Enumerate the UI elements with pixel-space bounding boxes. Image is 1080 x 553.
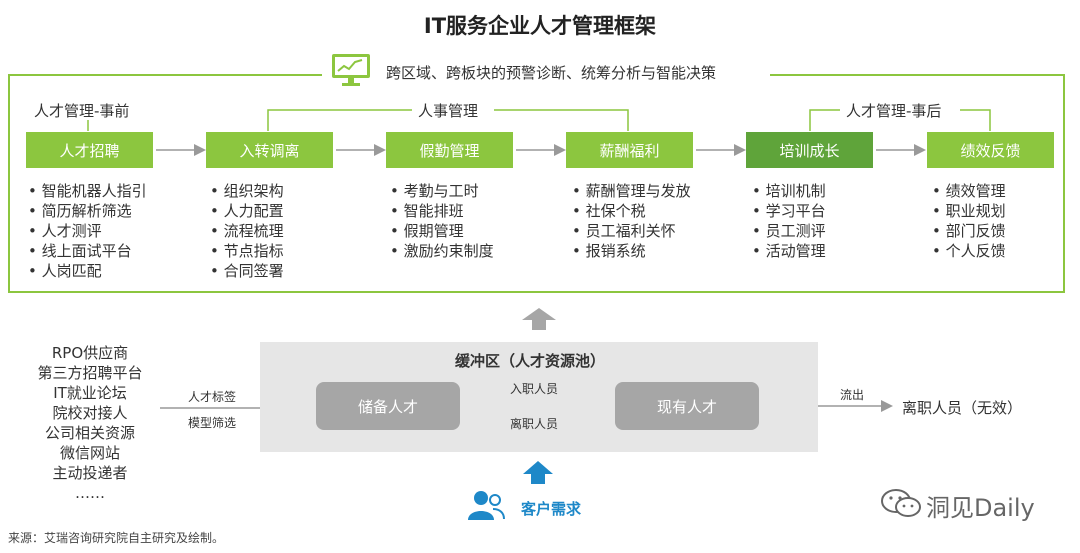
onboard-items: 组织架构 人力配置 流程梳理 节点指标 合同签署 (210, 181, 284, 281)
list-item: 合同签署 (210, 261, 284, 281)
source-item: 公司相关资源 (44, 424, 135, 442)
banner-text: 跨区域、跨板块的预警诊断、统筹分析与智能决策 (386, 64, 717, 82)
module-onboard: 入转调离 (206, 132, 333, 168)
list-item: 线上面试平台 (28, 241, 147, 261)
wechat-icon (880, 488, 924, 520)
source-item: IT就业论坛 (53, 384, 127, 402)
people-icon (466, 488, 506, 524)
source-item: 第三方招聘平台 (37, 364, 143, 382)
outflow-label: 流出 (840, 388, 865, 402)
performance-items: 绩效管理 职业规划 部门反馈 个人反馈 (932, 181, 1006, 261)
list-item: 人岗匹配 (28, 261, 147, 281)
list-item: 员工福利关怀 (572, 221, 691, 241)
list-item: 流程梳理 (210, 221, 284, 241)
list-item: 考勤与工时 (390, 181, 494, 201)
current-talent-box: 现有人才 (615, 382, 759, 430)
module-attendance: 假勤管理 (386, 132, 513, 168)
outflow-target: 离职人员（无效） (902, 399, 1023, 417)
source-arrow-label-top: 人才标签 (188, 390, 237, 404)
phase-label-after: 人才管理-事后 (846, 102, 942, 120)
source-item: 院校对接人 (52, 404, 128, 422)
list-item: 假期管理 (390, 221, 494, 241)
list-item: 学习平台 (752, 201, 826, 221)
module-performance: 绩效反馈 (927, 132, 1054, 168)
list-item: 员工测评 (752, 221, 826, 241)
talent-sources: RPO供应商 第三方招聘平台 IT就业论坛 院校对接人 公司相关资源 微信网站 … (20, 343, 160, 503)
training-items: 培训机制 学习平台 员工测评 活动管理 (752, 181, 826, 261)
list-item: 部门反馈 (932, 221, 1006, 241)
list-item: 社保个税 (572, 201, 691, 221)
reserve-talent-box: 储备人才 (316, 382, 460, 430)
list-item: 个人反馈 (932, 241, 1006, 261)
list-item: 人才测评 (28, 221, 147, 241)
recruit-items: 智能机器人指引 简历解析筛选 人才测评 线上面试平台 人岗匹配 (28, 181, 147, 281)
list-item: 绩效管理 (932, 181, 1006, 201)
list-item: 培训机制 (752, 181, 826, 201)
list-item: 组织架构 (210, 181, 284, 201)
attendance-items: 考勤与工时 智能排班 假期管理 激励约束制度 (390, 181, 494, 261)
list-item: 报销系统 (572, 241, 691, 261)
customer-demand: 客户需求 (521, 500, 582, 518)
list-item: 活动管理 (752, 241, 826, 261)
phase-label-before: 人才管理-事前 (34, 102, 130, 120)
payroll-items: 薪酬管理与发放 社保个税 员工福利关怀 报销系统 (572, 181, 691, 261)
monitor-chart-icon (330, 52, 372, 88)
source-item: 微信网站 (59, 444, 120, 462)
list-item: 智能机器人指引 (28, 181, 147, 201)
banner-mask (322, 66, 770, 86)
to-current-label: 入职人员 (510, 382, 559, 396)
module-recruit: 人才招聘 (26, 132, 153, 168)
to-reserve-label: 离职人员 (510, 417, 559, 431)
source-item: 主动投递者 (52, 464, 128, 482)
page-title: IT服务企业人才管理框架 (423, 14, 657, 38)
buffer-title: 缓冲区（人才资源池） (455, 352, 606, 370)
module-training: 培训成长 (746, 132, 873, 168)
module-payroll: 薪酬福利 (566, 132, 693, 168)
list-item: 人力配置 (210, 201, 284, 221)
source-arrow-label-bottom: 模型筛选 (188, 416, 237, 430)
source-item: …… (75, 484, 105, 502)
watermark-text: 洞见Daily (926, 494, 1035, 522)
list-item: 节点指标 (210, 241, 284, 261)
source-footnote: 来源：艾瑞咨询研究院自主研究及绘制。 (8, 531, 225, 545)
list-item: 简历解析筛选 (28, 201, 147, 221)
list-item: 薪酬管理与发放 (572, 181, 691, 201)
list-item: 职业规划 (932, 201, 1006, 221)
source-item: RPO供应商 (51, 344, 129, 362)
list-item: 智能排班 (390, 201, 494, 221)
list-item: 激励约束制度 (390, 241, 494, 261)
phase-label-hr: 人事管理 (418, 102, 479, 120)
